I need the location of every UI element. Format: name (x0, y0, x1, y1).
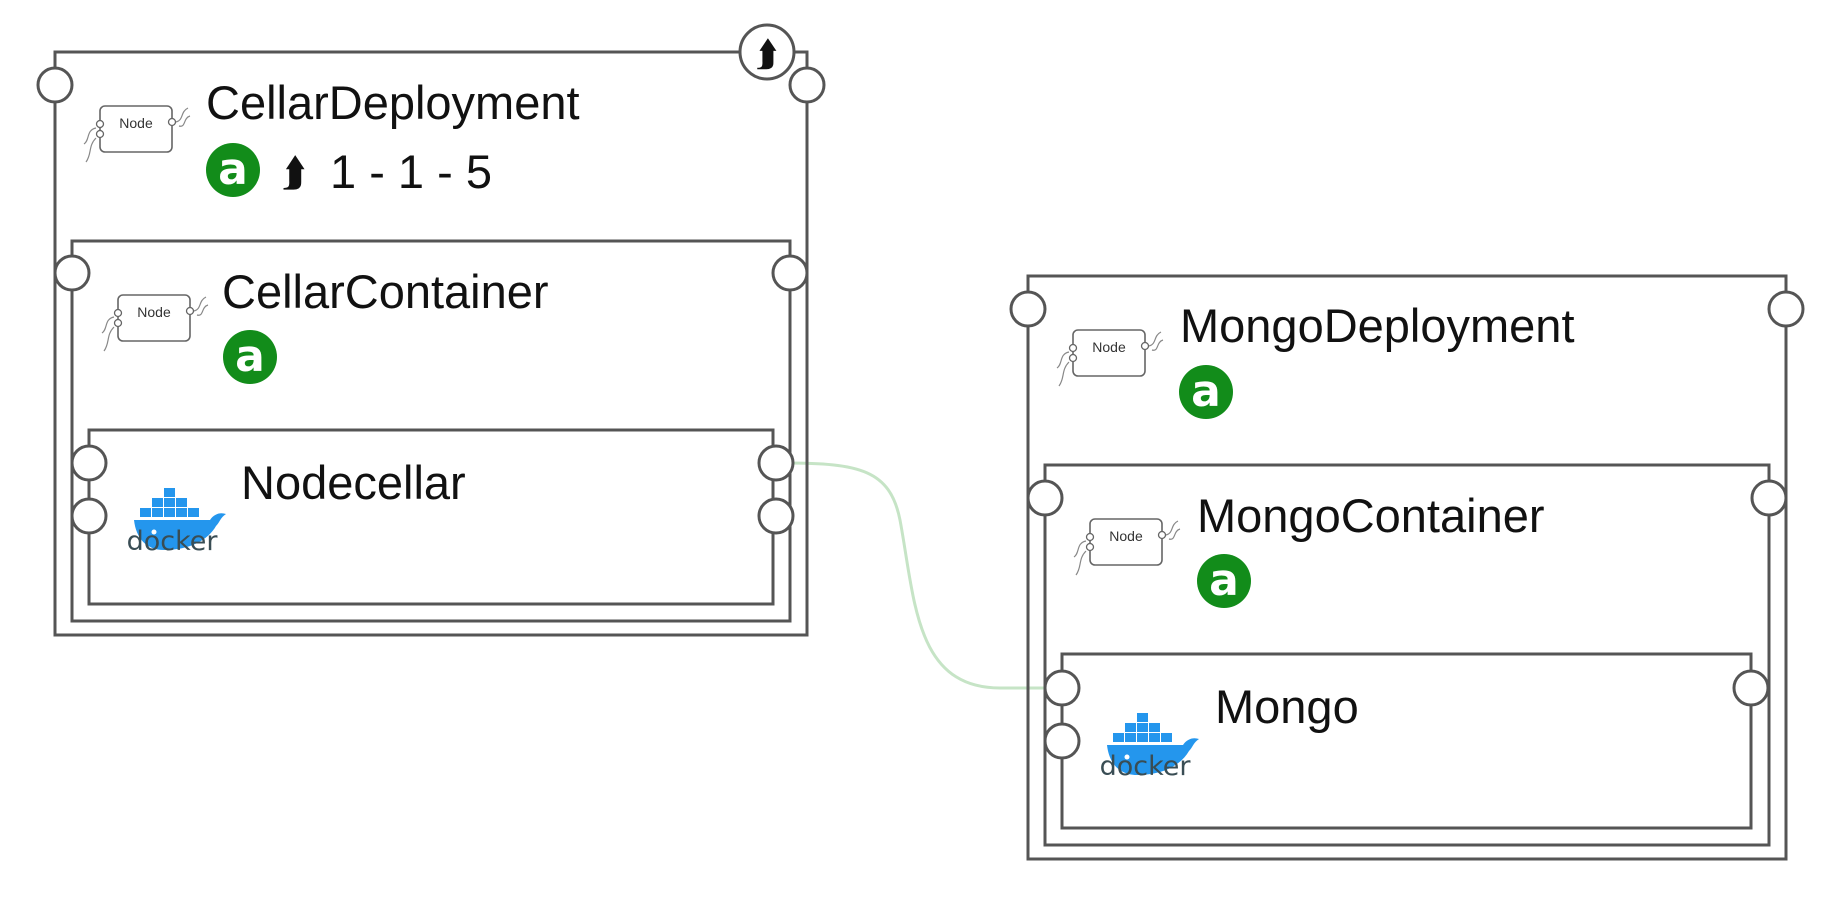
svg-text:Node: Node (1109, 528, 1143, 544)
svg-text:a: a (1191, 366, 1221, 417)
mongo-title: Mongo (1215, 680, 1359, 733)
app-status-badge-icon: a (1179, 365, 1233, 419)
svg-text:a: a (1209, 555, 1239, 606)
container-port-right[interactable] (1750, 479, 1788, 517)
app-status-badge-icon: a (206, 143, 260, 197)
app-port-left-2[interactable] (1043, 722, 1081, 760)
node-type-icon: Node (101, 294, 209, 352)
svg-text:docker: docker (1100, 751, 1192, 782)
svg-text:a: a (218, 144, 248, 195)
app-port-right-1[interactable] (757, 444, 795, 482)
docker-whale-icon: docker (1100, 713, 1199, 782)
nodecellar-app-node[interactable]: docker Nodecellar (70, 428, 795, 606)
app-port-left-1[interactable] (1043, 669, 1081, 707)
container-port-right[interactable] (771, 254, 809, 292)
node-type-icon: Node (1056, 329, 1164, 387)
node-type-icon: Node (83, 105, 191, 163)
nodecellar-title: Nodecellar (241, 456, 466, 509)
app-status-badge-icon: a (223, 330, 277, 384)
container-port-left[interactable] (53, 254, 91, 292)
cellar-container-title: CellarContainer (222, 265, 549, 318)
mongo-deployment-title: MongoDeployment (1180, 299, 1575, 352)
deployment-port-left[interactable] (1009, 290, 1047, 328)
app-port-left-2[interactable] (70, 497, 108, 535)
cellar-deployment-title: CellarDeployment (206, 76, 580, 129)
deployment-port-right[interactable] (788, 66, 826, 104)
scale-up-arrow-icon: ⮭ (756, 34, 777, 75)
cellar-container-node[interactable]: Node CellarContainer a (53, 239, 809, 623)
mongo-container-node[interactable]: Node MongoContainer a (1026, 463, 1788, 847)
app-status-badge-icon: a (1197, 554, 1251, 608)
scale-up-button[interactable]: ⮭ (738, 23, 796, 81)
app-port-right-1[interactable] (1732, 669, 1770, 707)
deployment-port-left[interactable] (36, 66, 74, 104)
container-port-left[interactable] (1026, 479, 1064, 517)
svg-text:Node: Node (1092, 339, 1126, 355)
deployment-port-right[interactable] (1767, 290, 1805, 328)
app-port-right-2[interactable] (757, 497, 795, 535)
node-type-icon: Node (1073, 518, 1181, 576)
mongo-container-title: MongoContainer (1197, 489, 1545, 542)
scale-instances-text: 1 - 1 - 5 (330, 145, 492, 198)
scale-up-arrow-icon: ⮭ (282, 150, 306, 196)
relationship-link[interactable] (783, 461, 1058, 690)
mongo-deployment-node[interactable]: Node MongoDeployment a (1009, 274, 1805, 861)
svg-text:Node: Node (119, 115, 153, 131)
svg-text:Node: Node (137, 304, 171, 320)
app-port-left-1[interactable] (70, 444, 108, 482)
svg-text:docker: docker (127, 526, 219, 557)
svg-text:a: a (235, 331, 265, 382)
cellar-deployment-node[interactable]: ⮭ Node CellarDeployment a ⮭ 1 - 1 - 5 (36, 23, 826, 637)
mongo-app-node[interactable]: docker Mongo (1043, 652, 1770, 830)
docker-whale-icon: docker (127, 488, 226, 557)
